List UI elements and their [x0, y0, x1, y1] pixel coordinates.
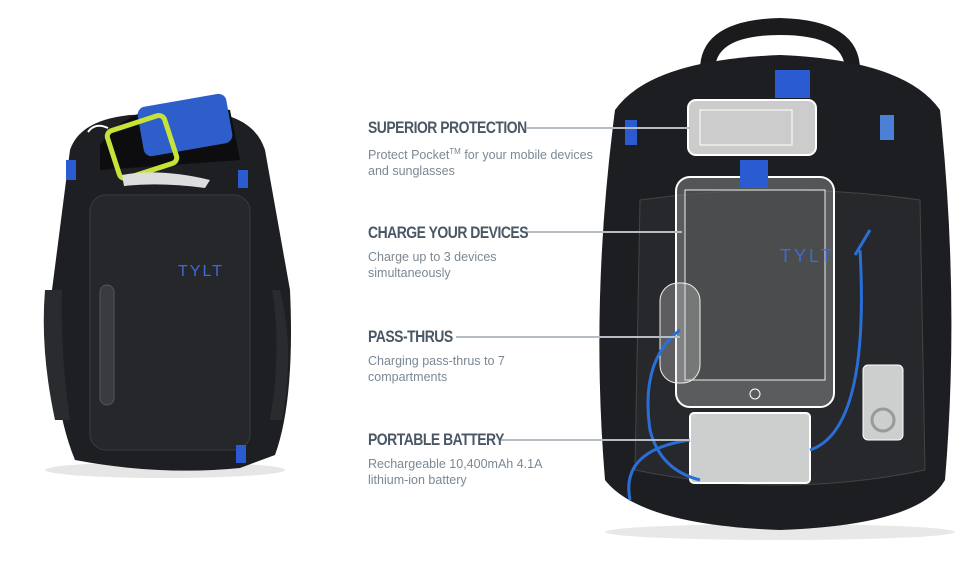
feature-portable-battery: PORTABLE BATTERY Rechargeable 10,400mAh …: [368, 430, 608, 488]
feature-title: PORTABLE BATTERY: [368, 430, 504, 449]
backpack-xray-view: TYLT: [599, 18, 955, 540]
desc-text: for your mobile devices and sunglasses: [368, 148, 593, 179]
trademark-mark: TM: [449, 147, 461, 156]
feature-description: Charging pass-thrus to 7 compartments: [368, 354, 505, 384]
feature-description: Charge up to 3 devices simultaneously: [368, 250, 497, 280]
feature-charge-devices: CHARGE YOUR DEVICES Charge up to 3 devic…: [368, 223, 608, 281]
feature-title: SUPERIOR PROTECTION: [368, 118, 527, 137]
feature-pass-thrus: PASS-THRUS Charging pass-thrus to 7 comp…: [368, 327, 608, 385]
backpack-front-view: TYLT: [43, 93, 291, 478]
feature-superior-protection: SUPERIOR PROTECTION Protect PocketTM for…: [368, 118, 608, 179]
feature-title: CHARGE YOUR DEVICES: [368, 223, 529, 242]
brand-logo-left: TYLT: [178, 263, 224, 280]
feature-description: Rechargeable 10,400mAh 4.1A lithium-ion …: [368, 457, 542, 487]
brand-logo-right: TYLT: [780, 246, 835, 266]
desc-text: Protect Pocket: [368, 148, 450, 163]
feature-title: PASS-THRUS: [368, 327, 453, 346]
feature-description: Protect PocketTM for your mobile devices…: [368, 144, 608, 179]
